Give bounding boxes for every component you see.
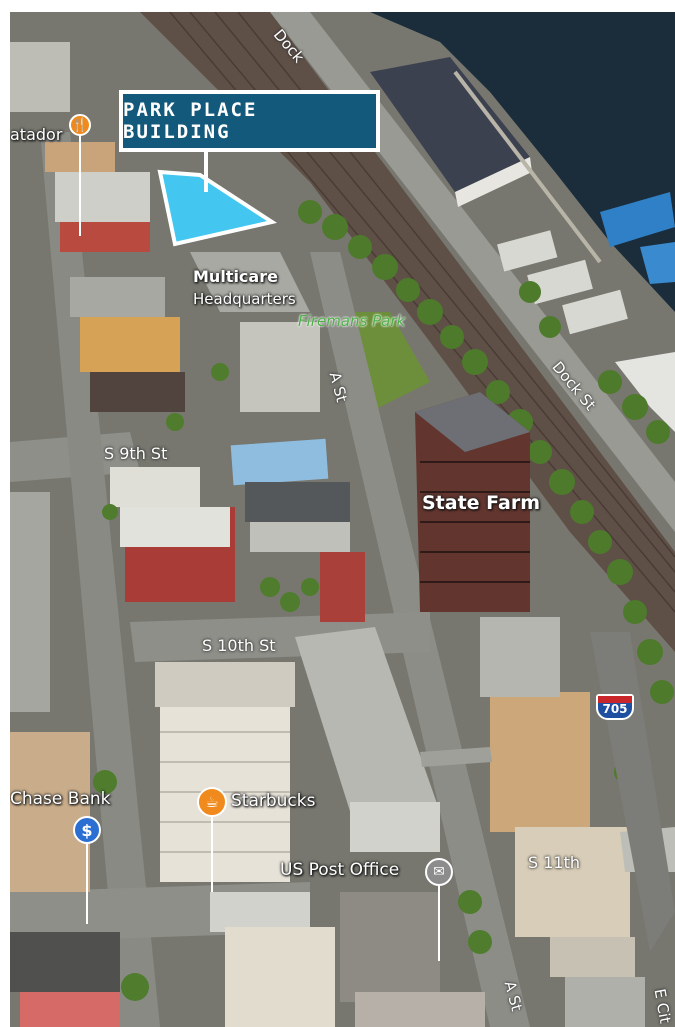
post-office-label[interactable]: US Post Office <box>280 860 400 880</box>
envelope-icon[interactable]: ✉ <box>425 858 453 886</box>
callout-pointer <box>204 152 208 192</box>
multicare-label-line2[interactable]: Headquarters <box>193 290 296 308</box>
left-avenue <box>40 132 160 1027</box>
state-farm-tower <box>415 392 530 612</box>
aerial-imagery <box>10 12 675 1027</box>
coffee-cup-icon[interactable]: ☕ <box>197 787 227 817</box>
park-place-building-highlight <box>157 169 278 247</box>
restaurant-pin-stem <box>79 136 81 236</box>
highway-number: 705 <box>602 702 628 716</box>
multicare-label-line1[interactable]: Multicare <box>193 267 278 286</box>
interstate-shield-icon[interactable]: 705 <box>596 694 634 720</box>
red-building-top <box>60 222 150 252</box>
park-place-callout[interactable]: PARK PLACE BUILDING <box>119 90 380 152</box>
starbucks-pin-stem <box>211 817 213 892</box>
shield-top-band <box>598 696 632 703</box>
s-10th-st-label: S 10th St <box>202 636 276 655</box>
water <box>370 12 675 312</box>
restaurant-label[interactable]: atador <box>10 125 63 144</box>
chase-bank-label[interactable]: Chase Bank <box>10 789 111 809</box>
post-office-pin-stem <box>438 886 440 961</box>
warehouse-roof <box>370 57 530 192</box>
state-farm-label[interactable]: State Farm <box>422 492 541 514</box>
s-11th-st-label: S 11th <box>528 853 581 872</box>
railway-corridor <box>140 12 675 652</box>
chase-pin-stem <box>86 844 88 924</box>
dollar-icon[interactable]: $ <box>73 816 101 844</box>
s-9th-st-label: S 9th St <box>104 444 168 463</box>
map-view[interactable]: PARK PLACE BUILDING atador 🍴 Multicare H… <box>10 12 675 1027</box>
callout-title: PARK PLACE BUILDING <box>123 94 376 148</box>
starbucks-label[interactable]: Starbucks <box>231 791 316 811</box>
fork-knife-icon[interactable]: 🍴 <box>69 114 91 136</box>
firemans-park-label[interactable]: Firemans Park <box>298 312 406 330</box>
